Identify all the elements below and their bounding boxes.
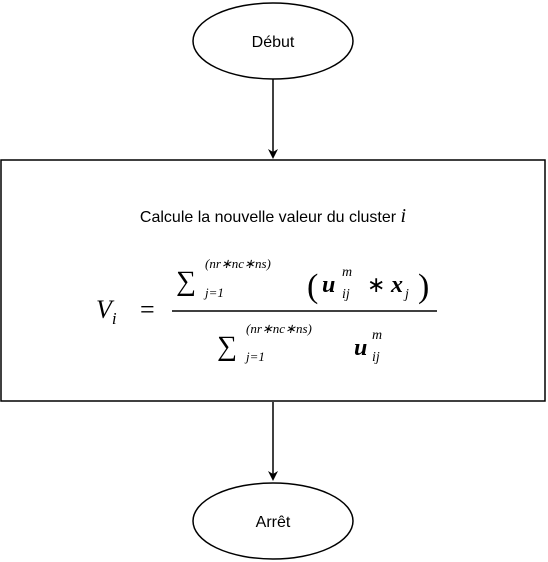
- num-upper-limit: (nr∗nc∗ns): [205, 256, 271, 271]
- formula-equals: =: [140, 295, 155, 324]
- num-u-sup: m: [342, 265, 352, 280]
- num-u: u: [322, 272, 335, 298]
- den-u-sup: m: [372, 328, 382, 343]
- formula-lhs: Vi: [96, 295, 117, 328]
- formula: Vi = ∑ (nr∗nc∗ns) j=1 ( u m ij ∗ x j ) ∑…: [96, 256, 437, 365]
- formula-lhs-var: V: [96, 295, 115, 324]
- num-x: x: [390, 272, 403, 298]
- den-sum-icon: ∑: [217, 331, 237, 362]
- process-node: Calcule la nouvelle valeur du cluster i …: [0, 159, 546, 402]
- num-right-paren: ): [418, 268, 429, 305]
- start-label: Début: [252, 34, 295, 51]
- den-u-sub: ij: [372, 350, 380, 365]
- den-upper-limit: (nr∗nc∗ns): [246, 321, 312, 336]
- process-box: [0, 159, 546, 402]
- process-title-text: Calcule la nouvelle valeur du cluster: [140, 209, 397, 226]
- end-label: Arrêt: [256, 514, 291, 531]
- start-node: Début: [192, 2, 354, 80]
- end-ellipse: [192, 482, 354, 560]
- num-u-sub: ij: [342, 287, 350, 302]
- formula-lhs-sub: i: [112, 309, 117, 328]
- num-sum-icon: ∑: [176, 266, 196, 297]
- num-x-sub: j: [403, 287, 409, 302]
- num-lower-limit: j=1: [203, 285, 224, 300]
- num-times: ∗: [367, 272, 385, 297]
- process-title: Calcule la nouvelle valeur du cluster i: [140, 205, 406, 227]
- end-node: Arrêt: [192, 482, 354, 560]
- process-title-var: i: [401, 205, 407, 227]
- den-u: u: [354, 335, 367, 361]
- num-left-paren: (: [307, 268, 318, 305]
- den-lower-limit: j=1: [244, 349, 265, 364]
